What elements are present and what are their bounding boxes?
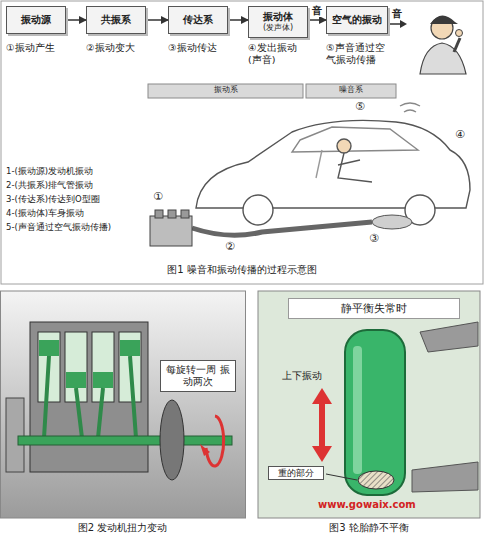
engine-small (150, 210, 192, 246)
tire-cylinder (345, 330, 405, 495)
flow-box: 振动体(发声体) (248, 6, 308, 38)
node-text: 振动源 (21, 14, 51, 26)
vibration-arrow (312, 388, 332, 462)
flow-arrow (66, 19, 86, 21)
arrow-head (400, 20, 407, 28)
edge-label: 音 (311, 5, 323, 18)
motion-label: 上下振动 (282, 370, 352, 383)
flow-arrow (146, 19, 168, 21)
callout-number: ① (150, 190, 166, 204)
node-text: 共振系 (101, 14, 131, 26)
flow-box: 振动源 (6, 6, 66, 34)
node-text: 每旋转一周 振动两次 (164, 364, 232, 388)
legend-line: 2-(共振系)排气管振动 (6, 180, 148, 191)
sound-label: 音 (390, 8, 404, 21)
callout-number: ② (222, 240, 238, 254)
step-text: ④发出振动(声音) (248, 42, 310, 66)
arrow-line (389, 23, 400, 25)
step-text: ②振动变大 (86, 42, 148, 54)
engine-illustration (6, 322, 232, 480)
listener-figure (420, 15, 466, 74)
callout-number: ④ (452, 128, 468, 142)
flow-box: 空气的振动 (326, 6, 388, 34)
part-box: 重的部分 (268, 466, 324, 480)
leader-line (326, 474, 357, 480)
figure-panel (258, 291, 480, 518)
callout-number: ③ (366, 232, 382, 246)
figure-panel (1, 291, 246, 518)
node-text: 空气的振动 (332, 14, 382, 26)
note-box: 每旋转一周 振动两次 (160, 360, 236, 392)
node-text: 振动体 (263, 11, 293, 23)
step-text: ③振动传达 (168, 42, 228, 54)
wheel-tool (412, 322, 478, 492)
legend-line: 3-(传达系)传达到O型圈 (6, 194, 148, 205)
system-label: 振动系 (148, 85, 303, 95)
figure-caption: 图3 轮胎静不平衡 (258, 522, 480, 535)
node-text: 传达系 (183, 14, 213, 26)
node-subtext: (发声体) (263, 23, 293, 33)
callout-number: ⑤ (352, 100, 368, 114)
system-bar (306, 84, 396, 98)
watermark: www.gowaix.com (318, 499, 448, 512)
figure-caption: 图1 噪音和振动传播的过程示意图 (0, 264, 484, 277)
system-label: 噪音系 (306, 85, 396, 95)
flow-arrow (228, 19, 248, 21)
title-box: 静平衡失常时 (288, 298, 460, 319)
legend-line: 1-(振动源)发动机振动 (6, 166, 148, 177)
figure-frame (1, 1, 483, 284)
legend-line: 5-(声音通过空气振动传播) (6, 222, 148, 233)
flow-box: 共振系 (86, 6, 146, 34)
figure-caption: 图2 发动机扭力变动 (0, 522, 245, 535)
legend-line: 4-(振动体)车身振动 (6, 208, 148, 219)
muffler (372, 215, 412, 229)
node-text: 重的部分 (278, 468, 314, 478)
flow-box: 传达系 (168, 6, 228, 34)
step-text: ①振动产生 (6, 42, 66, 54)
node-text: 静平衡失常时 (341, 302, 407, 315)
car-illustration (196, 103, 470, 225)
step-text: ⑤声音通过空气振动传播 (326, 42, 392, 66)
exhaust-pipe (192, 222, 372, 235)
flow-arrow (308, 19, 326, 21)
system-bar (148, 84, 303, 98)
